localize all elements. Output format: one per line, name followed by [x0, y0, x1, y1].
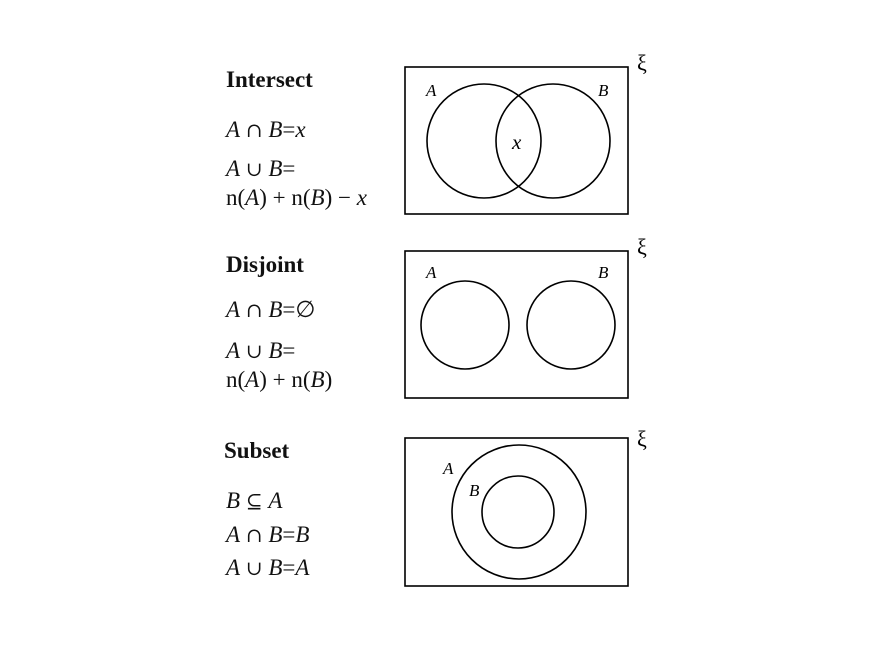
formula-union-line-1: A ∪ B=: [226, 156, 296, 181]
set-b-label: B: [598, 263, 609, 282]
set-a-circle: [426, 83, 542, 199]
universal-set-box: [404, 437, 629, 587]
set-b-label: B: [469, 481, 480, 500]
formula-intersection-empty: A ∩ B=∅: [226, 297, 316, 323]
venn-subset: ξ A B: [404, 426, 647, 587]
universal-set-box: [404, 66, 629, 215]
universal-set-box: [404, 250, 629, 399]
formula-union-line-1: A ∪ B=: [226, 338, 296, 363]
intersection-region-label: x: [511, 130, 522, 154]
formula-union-line-2: n(A) + n(B): [226, 367, 333, 392]
universal-set-symbol: ξ: [637, 50, 647, 75]
section-heading-subset: Subset: [224, 438, 290, 463]
formula-union-line-2: n(A) + n(B) − x: [226, 185, 367, 210]
set-a-circle: [451, 444, 587, 580]
set-b-circle: [495, 83, 611, 199]
formula-intersection-equals-x: A ∩ B=x: [226, 117, 306, 142]
formula-intersection-equals-b: A ∩ B=B: [226, 522, 310, 547]
section-heading-intersect: Intersect: [226, 67, 313, 92]
universal-set-symbol: ξ: [637, 426, 647, 451]
set-b-label: B: [598, 81, 609, 100]
universal-set-symbol: ξ: [637, 234, 647, 259]
set-a-label: A: [425, 263, 437, 282]
venn-disjoint: ξ A B: [404, 234, 647, 399]
set-a-label: A: [442, 459, 454, 478]
formula-union-equals-a: A ∪ B=A: [226, 555, 310, 580]
set-b-circle: [481, 475, 555, 549]
venn-intersect: ξ A B x: [404, 50, 647, 215]
set-a-label: A: [425, 81, 437, 100]
set-b-circle: [526, 280, 616, 370]
set-a-circle: [420, 280, 510, 370]
formula-subset: B ⊆ A: [226, 488, 283, 513]
section-heading-disjoint: Disjoint: [226, 252, 304, 277]
